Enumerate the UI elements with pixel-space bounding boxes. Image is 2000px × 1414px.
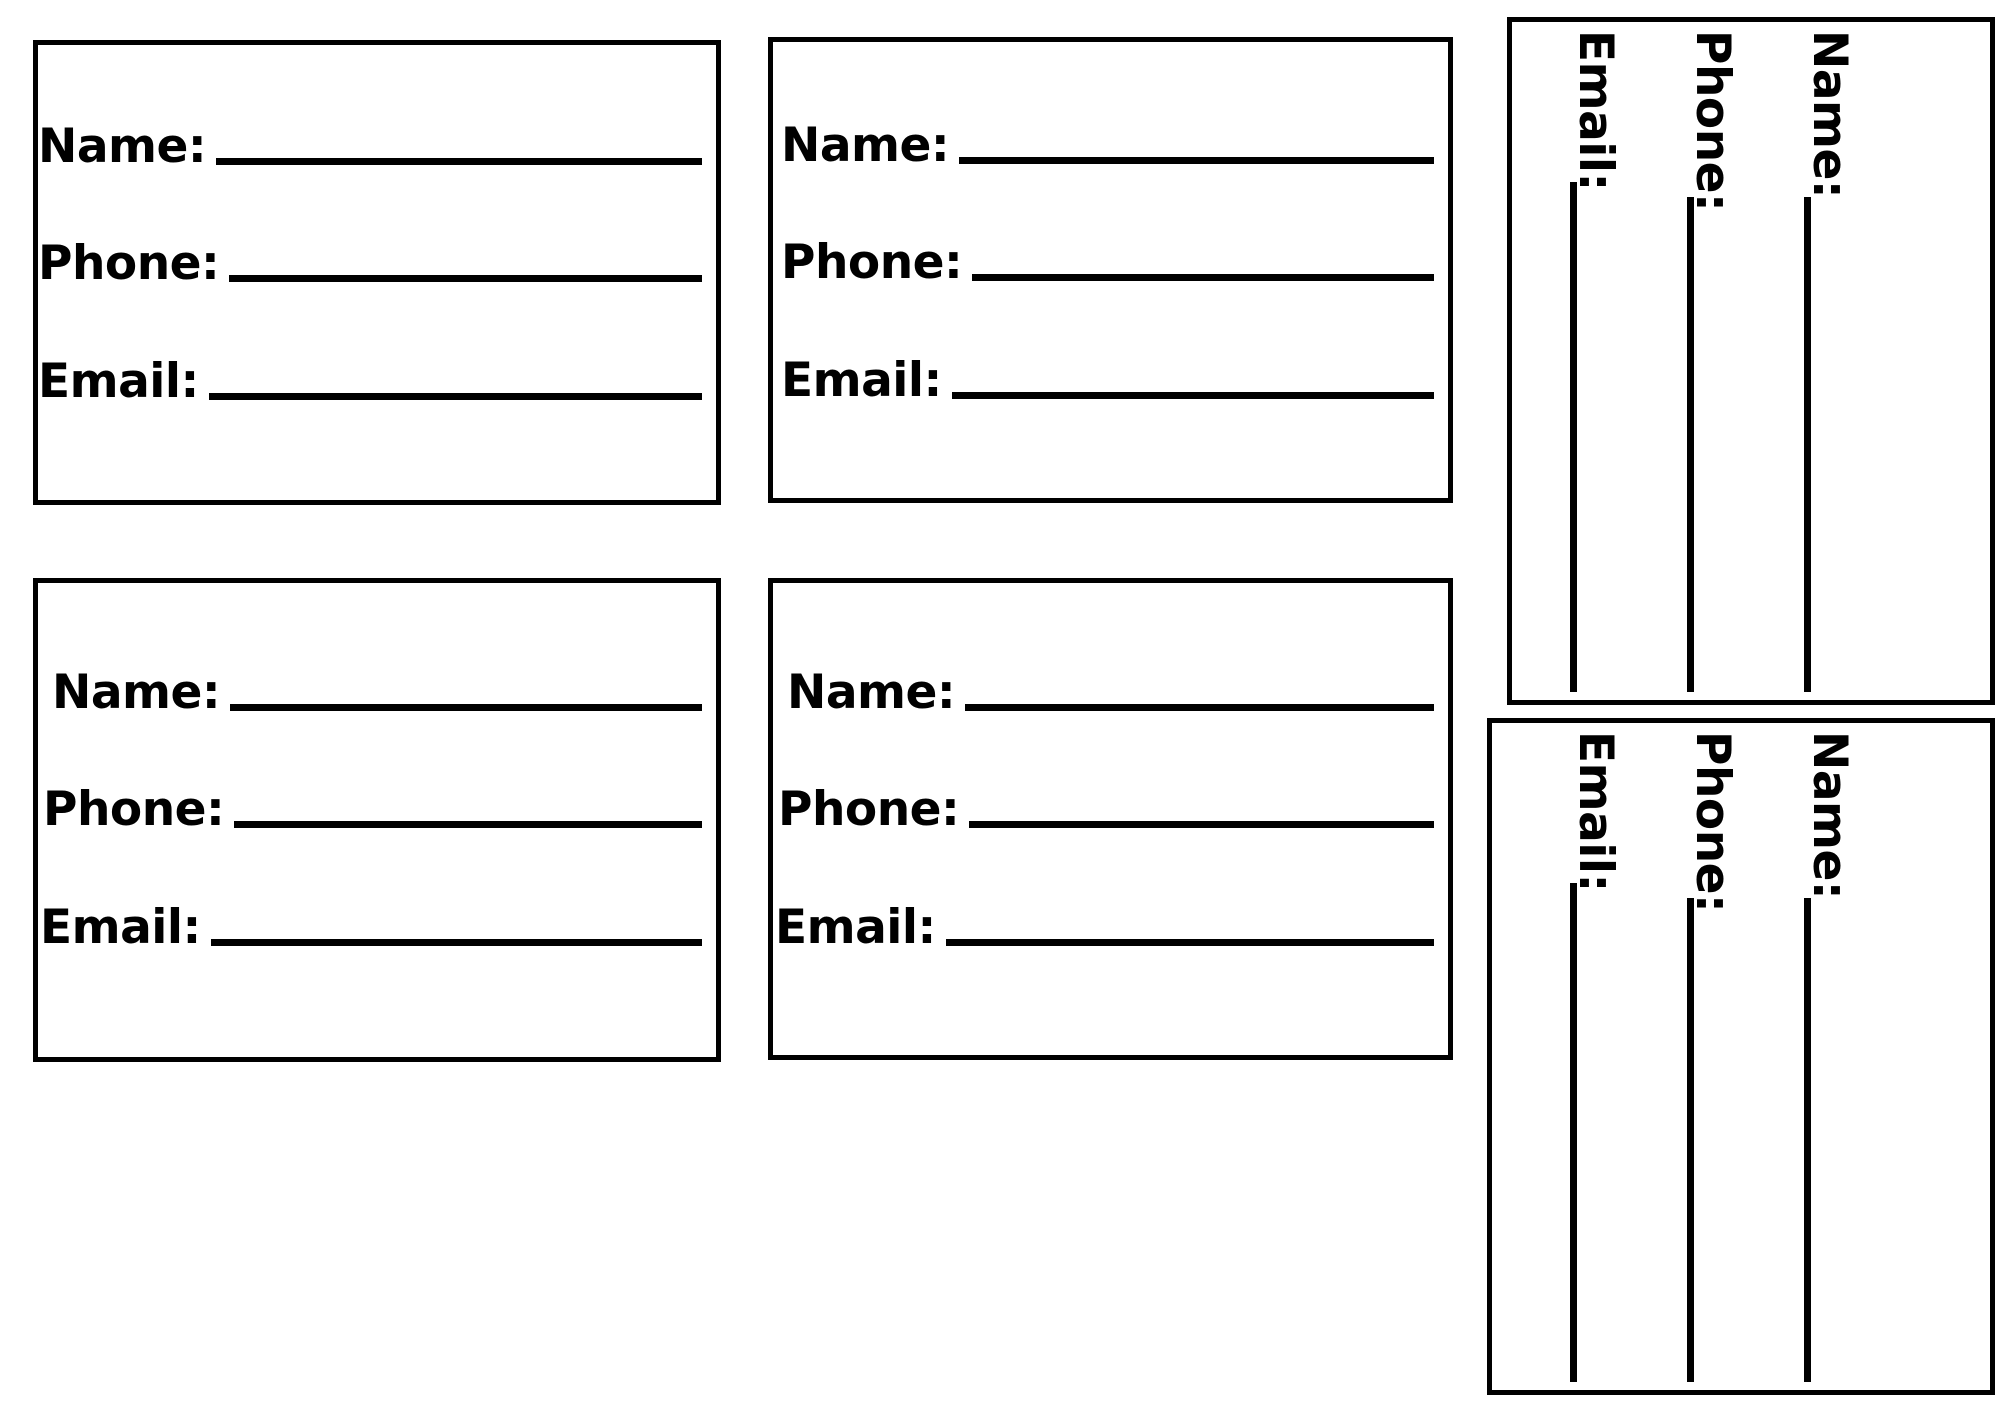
- card-1-fields: Name: Phone: Email:: [38, 45, 716, 500]
- card-2-email-row[interactable]: Email:: [781, 353, 1434, 408]
- panel-1-email-input-line[interactable]: [1570, 182, 1577, 692]
- card-2-email-label: Email:: [781, 353, 942, 408]
- card-2-name-label: Name:: [781, 118, 950, 173]
- card-1-name-label: Name:: [38, 119, 207, 174]
- panel-1-email-label: Email:: [1568, 30, 1623, 191]
- contact-card-2[interactable]: Name: Phone: Email:: [768, 37, 1453, 503]
- card-4-email-label: Email:: [775, 900, 936, 955]
- panel-2-email-label: Email:: [1568, 731, 1623, 892]
- card-4-phone-label: Phone:: [778, 782, 960, 837]
- card-3-email-label: Email:: [40, 900, 201, 955]
- panel-2-name-input-line[interactable]: [1804, 898, 1811, 1382]
- contact-panel-2[interactable]: Email: Phone: Name:: [1487, 718, 1995, 1395]
- card-2-phone-input-line[interactable]: [972, 273, 1434, 281]
- card-3-phone-row[interactable]: Phone:: [43, 782, 702, 837]
- panel-2-phone-label: Phone:: [1685, 731, 1740, 913]
- card-1-email-row[interactable]: Email:: [38, 354, 702, 409]
- card-4-fields: Name: Phone: Email:: [773, 583, 1448, 1055]
- card-4-email-input-line[interactable]: [945, 938, 1434, 946]
- panel-1-name-input-line[interactable]: [1804, 197, 1811, 692]
- card-2-name-input-line[interactable]: [959, 156, 1434, 164]
- panel-1-phone-label: Phone:: [1685, 30, 1740, 212]
- card-2-email-input-line[interactable]: [951, 391, 1434, 399]
- contact-panel-1[interactable]: Email: Phone: Name:: [1507, 17, 1995, 705]
- card-2-name-row[interactable]: Name:: [781, 118, 1434, 173]
- card-3-name-row[interactable]: Name:: [52, 665, 702, 720]
- card-1-email-label: Email:: [38, 354, 199, 409]
- card-4-phone-input-line[interactable]: [969, 820, 1434, 828]
- panel-2-email-input-line[interactable]: [1570, 883, 1577, 1382]
- contact-card-3[interactable]: Name: Phone: Email:: [33, 578, 721, 1062]
- card-3-email-row[interactable]: Email:: [40, 900, 702, 955]
- panel-1-phone-input-line[interactable]: [1687, 197, 1694, 692]
- card-1-phone-input-line[interactable]: [229, 274, 702, 282]
- panel-1-name-label: Name:: [1802, 30, 1857, 199]
- card-1-name-row[interactable]: Name:: [38, 119, 702, 174]
- card-4-email-row[interactable]: Email:: [775, 900, 1434, 955]
- card-2-fields: Name: Phone: Email:: [773, 42, 1448, 498]
- panel-2-name-label: Name:: [1802, 731, 1857, 900]
- contact-card-4[interactable]: Name: Phone: Email:: [768, 578, 1453, 1060]
- card-4-name-label: Name:: [787, 665, 956, 720]
- card-3-phone-input-line[interactable]: [234, 820, 702, 828]
- card-3-phone-label: Phone:: [43, 782, 225, 837]
- card-2-phone-label: Phone:: [781, 235, 963, 290]
- card-4-phone-row[interactable]: Phone:: [778, 782, 1434, 837]
- panel-1-fields: Email: Phone: Name:: [1512, 22, 1990, 700]
- card-4-name-row[interactable]: Name:: [787, 665, 1434, 720]
- card-1-phone-row[interactable]: Phone:: [38, 236, 702, 291]
- card-1-name-input-line[interactable]: [216, 157, 702, 165]
- card-4-name-input-line[interactable]: [965, 703, 1434, 711]
- card-3-fields: Name: Phone: Email:: [38, 583, 716, 1057]
- card-3-name-input-line[interactable]: [230, 703, 702, 711]
- contact-card-1[interactable]: Name: Phone: Email:: [33, 40, 721, 505]
- card-1-email-input-line[interactable]: [208, 392, 702, 400]
- card-1-phone-label: Phone:: [38, 236, 220, 291]
- panel-2-phone-input-line[interactable]: [1687, 898, 1694, 1382]
- card-2-phone-row[interactable]: Phone:: [781, 235, 1434, 290]
- panel-2-fields: Email: Phone: Name:: [1492, 723, 1990, 1390]
- card-3-name-label: Name:: [52, 665, 221, 720]
- card-3-email-input-line[interactable]: [210, 938, 702, 946]
